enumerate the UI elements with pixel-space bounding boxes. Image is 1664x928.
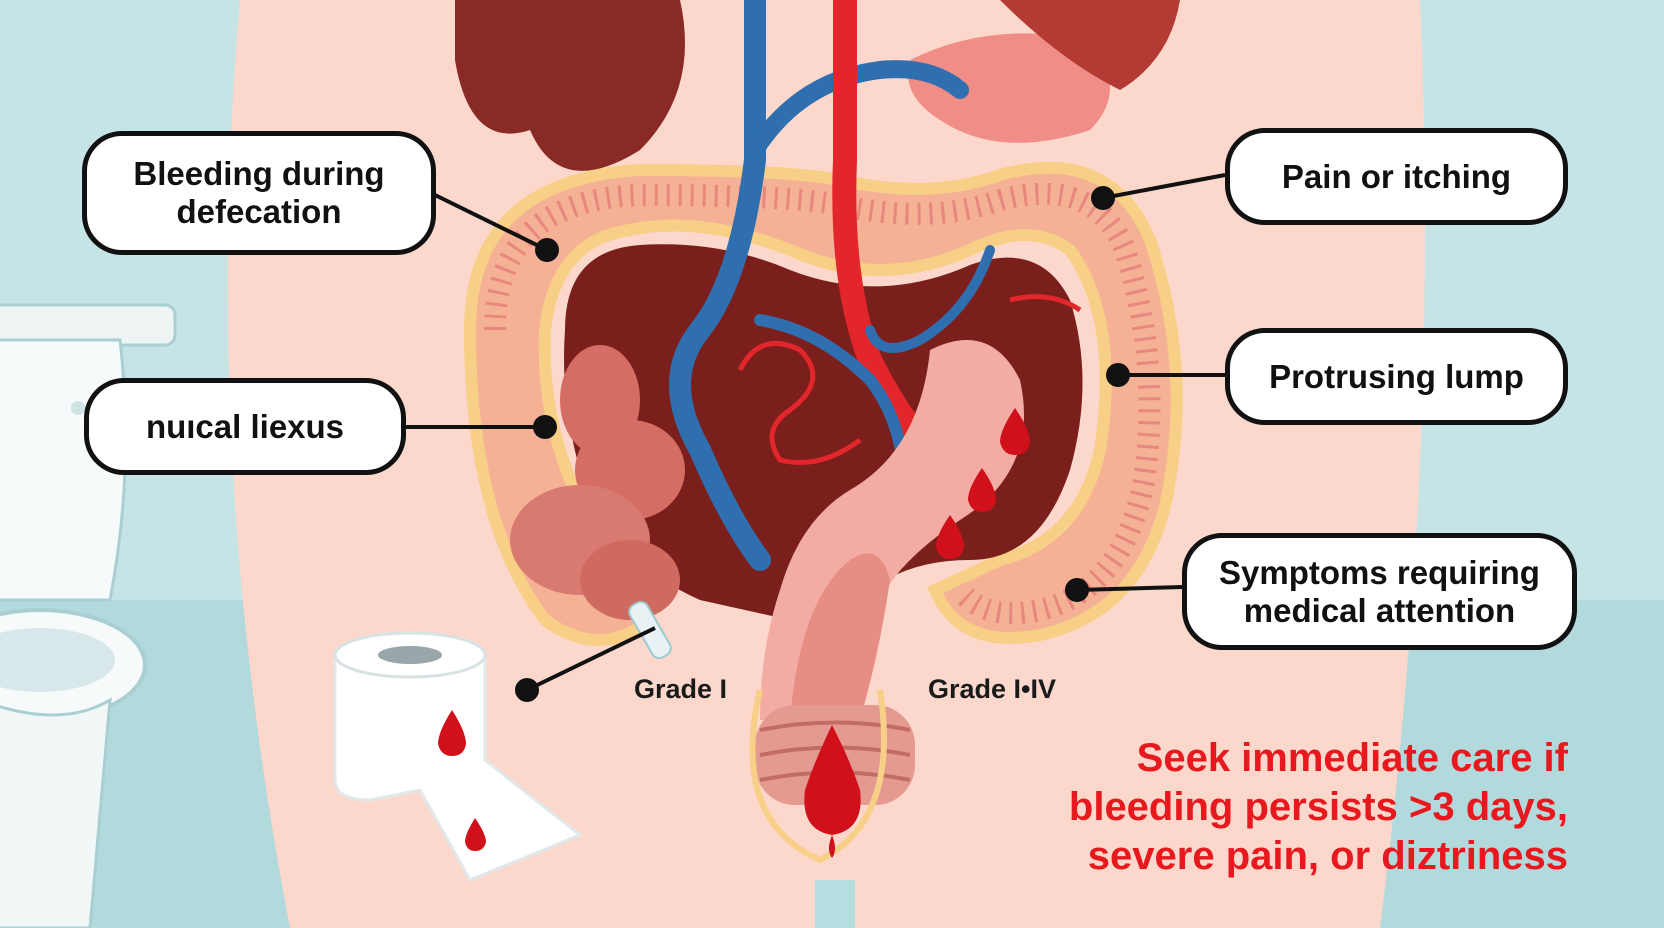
stomach-organ [908,33,1110,143]
anal-canal [790,553,890,720]
artery-main [832,0,942,462]
spleen-organ [1000,0,1180,90]
warning-line-1: Seek immediate care if [1136,736,1568,780]
blood-drop-icon [804,408,1030,858]
grade-label-right: Grade I•IV [928,674,1056,704]
vein-main [669,0,771,571]
anal-opening [815,880,855,928]
warning-line-3: severe pain, or diztriness [1087,834,1568,878]
vein-branch [746,60,969,159]
callout-nuical-liexus: nuıcal liexus [84,378,406,475]
colon-folds [484,182,1161,625]
warning-text: Seek immediate care if bleeding persists… [948,734,1568,881]
toilet-icon [0,303,177,928]
callout-bleeding-during-defecation: Bleeding during defecation [82,131,436,255]
artery-small [1009,294,1082,313]
vein-small [865,245,995,353]
toilet-paper-icon [333,631,583,882]
leader-lines [405,173,1226,702]
liver-organ [455,0,685,171]
callout-pain-or-itching: Pain or itching [1225,128,1568,225]
artery-coil [737,340,862,465]
callout-protrusing-lump: Protrusing lump [1225,328,1568,425]
grade-label-left: Grade I [634,674,728,704]
pelvic-outline [749,689,887,864]
callout-symptoms-requiring-medical-attention: Symptoms requiring medical attention [1182,533,1577,650]
warning-line-2: bleeding persists >3 days, [1068,785,1568,829]
